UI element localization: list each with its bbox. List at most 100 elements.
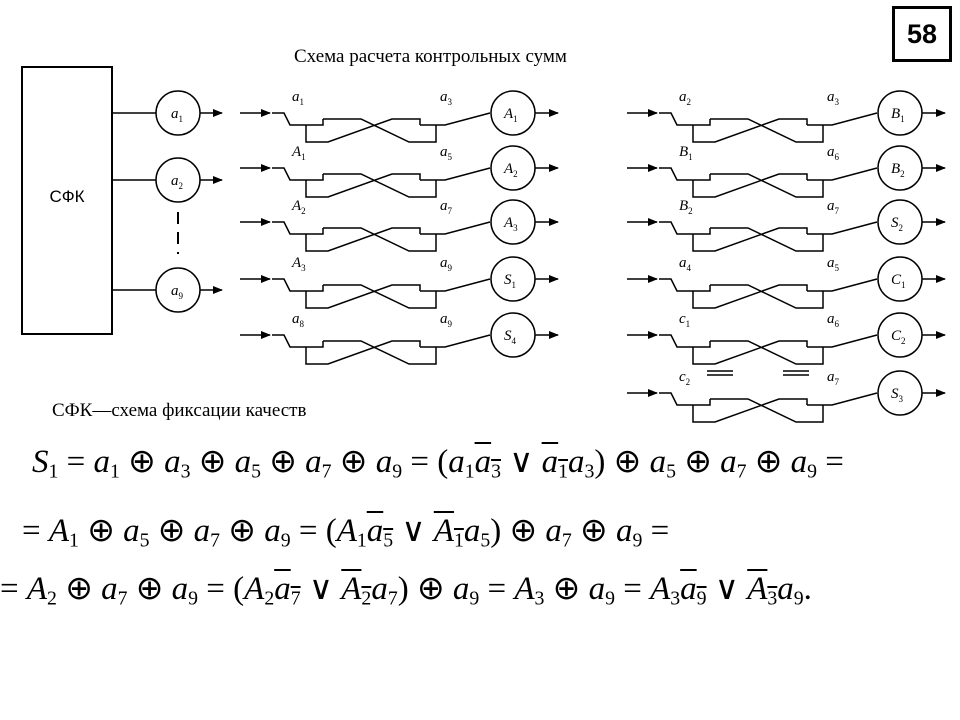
formula-variable: a5 bbox=[234, 444, 261, 483]
formula-operator: ⊕ bbox=[56, 571, 102, 607]
formula-subscript: 3 bbox=[180, 460, 191, 483]
cell-cross-line-a bbox=[692, 284, 808, 309]
cell-control-label: a5 bbox=[827, 255, 840, 273]
cell-control-label-sub: 3 bbox=[448, 97, 453, 107]
legend-text: СФК—схема фиксации качеств bbox=[52, 400, 307, 421]
formula-negated-variable: a3 bbox=[474, 444, 501, 483]
formula-subscript: 7 bbox=[736, 460, 747, 483]
input-node-label: a2 bbox=[171, 173, 183, 191]
formula-operator: ) ⊕ bbox=[594, 444, 650, 480]
formula-subscript: 1 bbox=[464, 460, 475, 483]
formula-variable: a5 bbox=[123, 513, 150, 552]
cell-cross-line-b bbox=[710, 227, 824, 252]
formula-operator: ∨ bbox=[393, 513, 434, 549]
formula-subscript: 3 bbox=[670, 587, 681, 610]
cell-cross-line-b bbox=[323, 118, 437, 143]
output-node-label-sub: 4 bbox=[512, 336, 517, 346]
formula-operator: ⊕ bbox=[746, 444, 791, 480]
cell-cross-line-b bbox=[710, 173, 824, 198]
cell-input-label: a4 bbox=[679, 255, 692, 273]
formula-subscript: 1 bbox=[558, 460, 569, 483]
output-node-label-sub: 3 bbox=[513, 223, 518, 233]
cell-input-contact bbox=[659, 221, 711, 235]
output-node-label-sub: 2 bbox=[513, 169, 518, 179]
formula-variable: a3 bbox=[164, 444, 191, 483]
formula-subscript: 7 bbox=[290, 587, 301, 610]
output-node-label: A3 bbox=[503, 215, 518, 233]
cell-cross-line-a bbox=[692, 118, 808, 143]
formula-negated-variable: a9 bbox=[680, 571, 707, 610]
cell-control-label: a7 bbox=[827, 369, 840, 387]
formula-operator: ⊕ bbox=[331, 444, 376, 480]
formula-variable: a7 bbox=[193, 513, 221, 552]
output-node-circle bbox=[877, 370, 923, 416]
cell-cross-line-a bbox=[692, 227, 808, 252]
formula-subscript: 1 bbox=[48, 460, 59, 483]
cell-cross-line-b bbox=[710, 118, 824, 143]
formula-subscript: 7 bbox=[387, 587, 398, 610]
formula-subscript: 9 bbox=[793, 587, 804, 610]
cell-input-contact bbox=[659, 334, 711, 348]
cell-cross-line-a bbox=[692, 398, 808, 423]
cell-input-label: A1 bbox=[291, 144, 306, 162]
cell-control-label-sub: 7 bbox=[448, 206, 453, 216]
input-node-label: a9 bbox=[171, 283, 184, 301]
formula-variable: a9 bbox=[171, 571, 199, 610]
cell-output-contact bbox=[807, 278, 878, 292]
cell-output-contact bbox=[807, 334, 878, 348]
input-node-label-sub: 9 bbox=[179, 291, 184, 301]
formula-negated-variable: A2 bbox=[341, 571, 372, 610]
formula-subscript: 9 bbox=[605, 587, 615, 610]
cell-cross-line-b bbox=[710, 284, 824, 309]
formula-operator: ∨ bbox=[300, 571, 342, 607]
formula-variable: S1 bbox=[32, 444, 59, 483]
cell-control-label: a6 bbox=[827, 311, 840, 329]
input-node-label-sub: 2 bbox=[179, 181, 184, 191]
cell-input-label-sub: 2 bbox=[687, 97, 692, 107]
input-node-label: a1 bbox=[171, 106, 183, 124]
formula-subscript: 5 bbox=[251, 460, 261, 483]
cell-input-label: a1 bbox=[292, 89, 304, 107]
cell-control-label-sub: 9 bbox=[448, 319, 453, 329]
page-number-badge: 58 bbox=[892, 6, 952, 62]
formula-variable: A1 bbox=[48, 513, 79, 552]
formula-variable: a3 bbox=[568, 444, 595, 483]
formula-negated-variable: a5 bbox=[366, 513, 394, 552]
cell-input-contact bbox=[659, 278, 711, 292]
formula-operator: ⊕ bbox=[78, 513, 124, 549]
formula-operator: ⊕ bbox=[675, 444, 721, 480]
cell-input-label-sub: 2 bbox=[301, 206, 306, 216]
formula-operator: ⊕ bbox=[571, 513, 616, 549]
formula-operator: ⊕ bbox=[261, 444, 306, 480]
formula-subscript: 7 bbox=[321, 460, 332, 483]
formula-subscript: 9 bbox=[392, 460, 403, 483]
cell-cross-line-b bbox=[323, 284, 437, 309]
cell-control-label: a3 bbox=[440, 89, 453, 107]
formula-subscript: 5 bbox=[139, 529, 150, 552]
output-node-label-sub: 2 bbox=[899, 223, 904, 233]
formula-variable: a9 bbox=[777, 571, 804, 610]
formula-negated-variable: A1 bbox=[433, 513, 464, 552]
formula-line-2: = A1 ⊕ a5 ⊕ a7 ⊕ a9 = (A1a5 ∨ A1a5) ⊕ a7… bbox=[22, 515, 669, 551]
cell-input-contact bbox=[272, 167, 324, 181]
formula-variable: a5 bbox=[649, 444, 676, 483]
formula-operator: = bbox=[479, 571, 515, 607]
output-node-label-sub: 1 bbox=[901, 280, 906, 290]
cell-output-contact bbox=[420, 112, 491, 126]
cell-input-contact bbox=[659, 392, 711, 406]
cell-control-label-sub: 5 bbox=[835, 263, 840, 273]
cell-output-contact bbox=[420, 334, 491, 348]
formula-operator: ⊕ bbox=[190, 444, 235, 480]
formula-operator: = ( bbox=[290, 513, 337, 549]
cell-input-label: a2 bbox=[679, 89, 691, 107]
output-node-label-sub: 1 bbox=[513, 114, 518, 124]
output-node-label: B2 bbox=[891, 161, 905, 179]
cell-input-contact bbox=[659, 167, 711, 181]
